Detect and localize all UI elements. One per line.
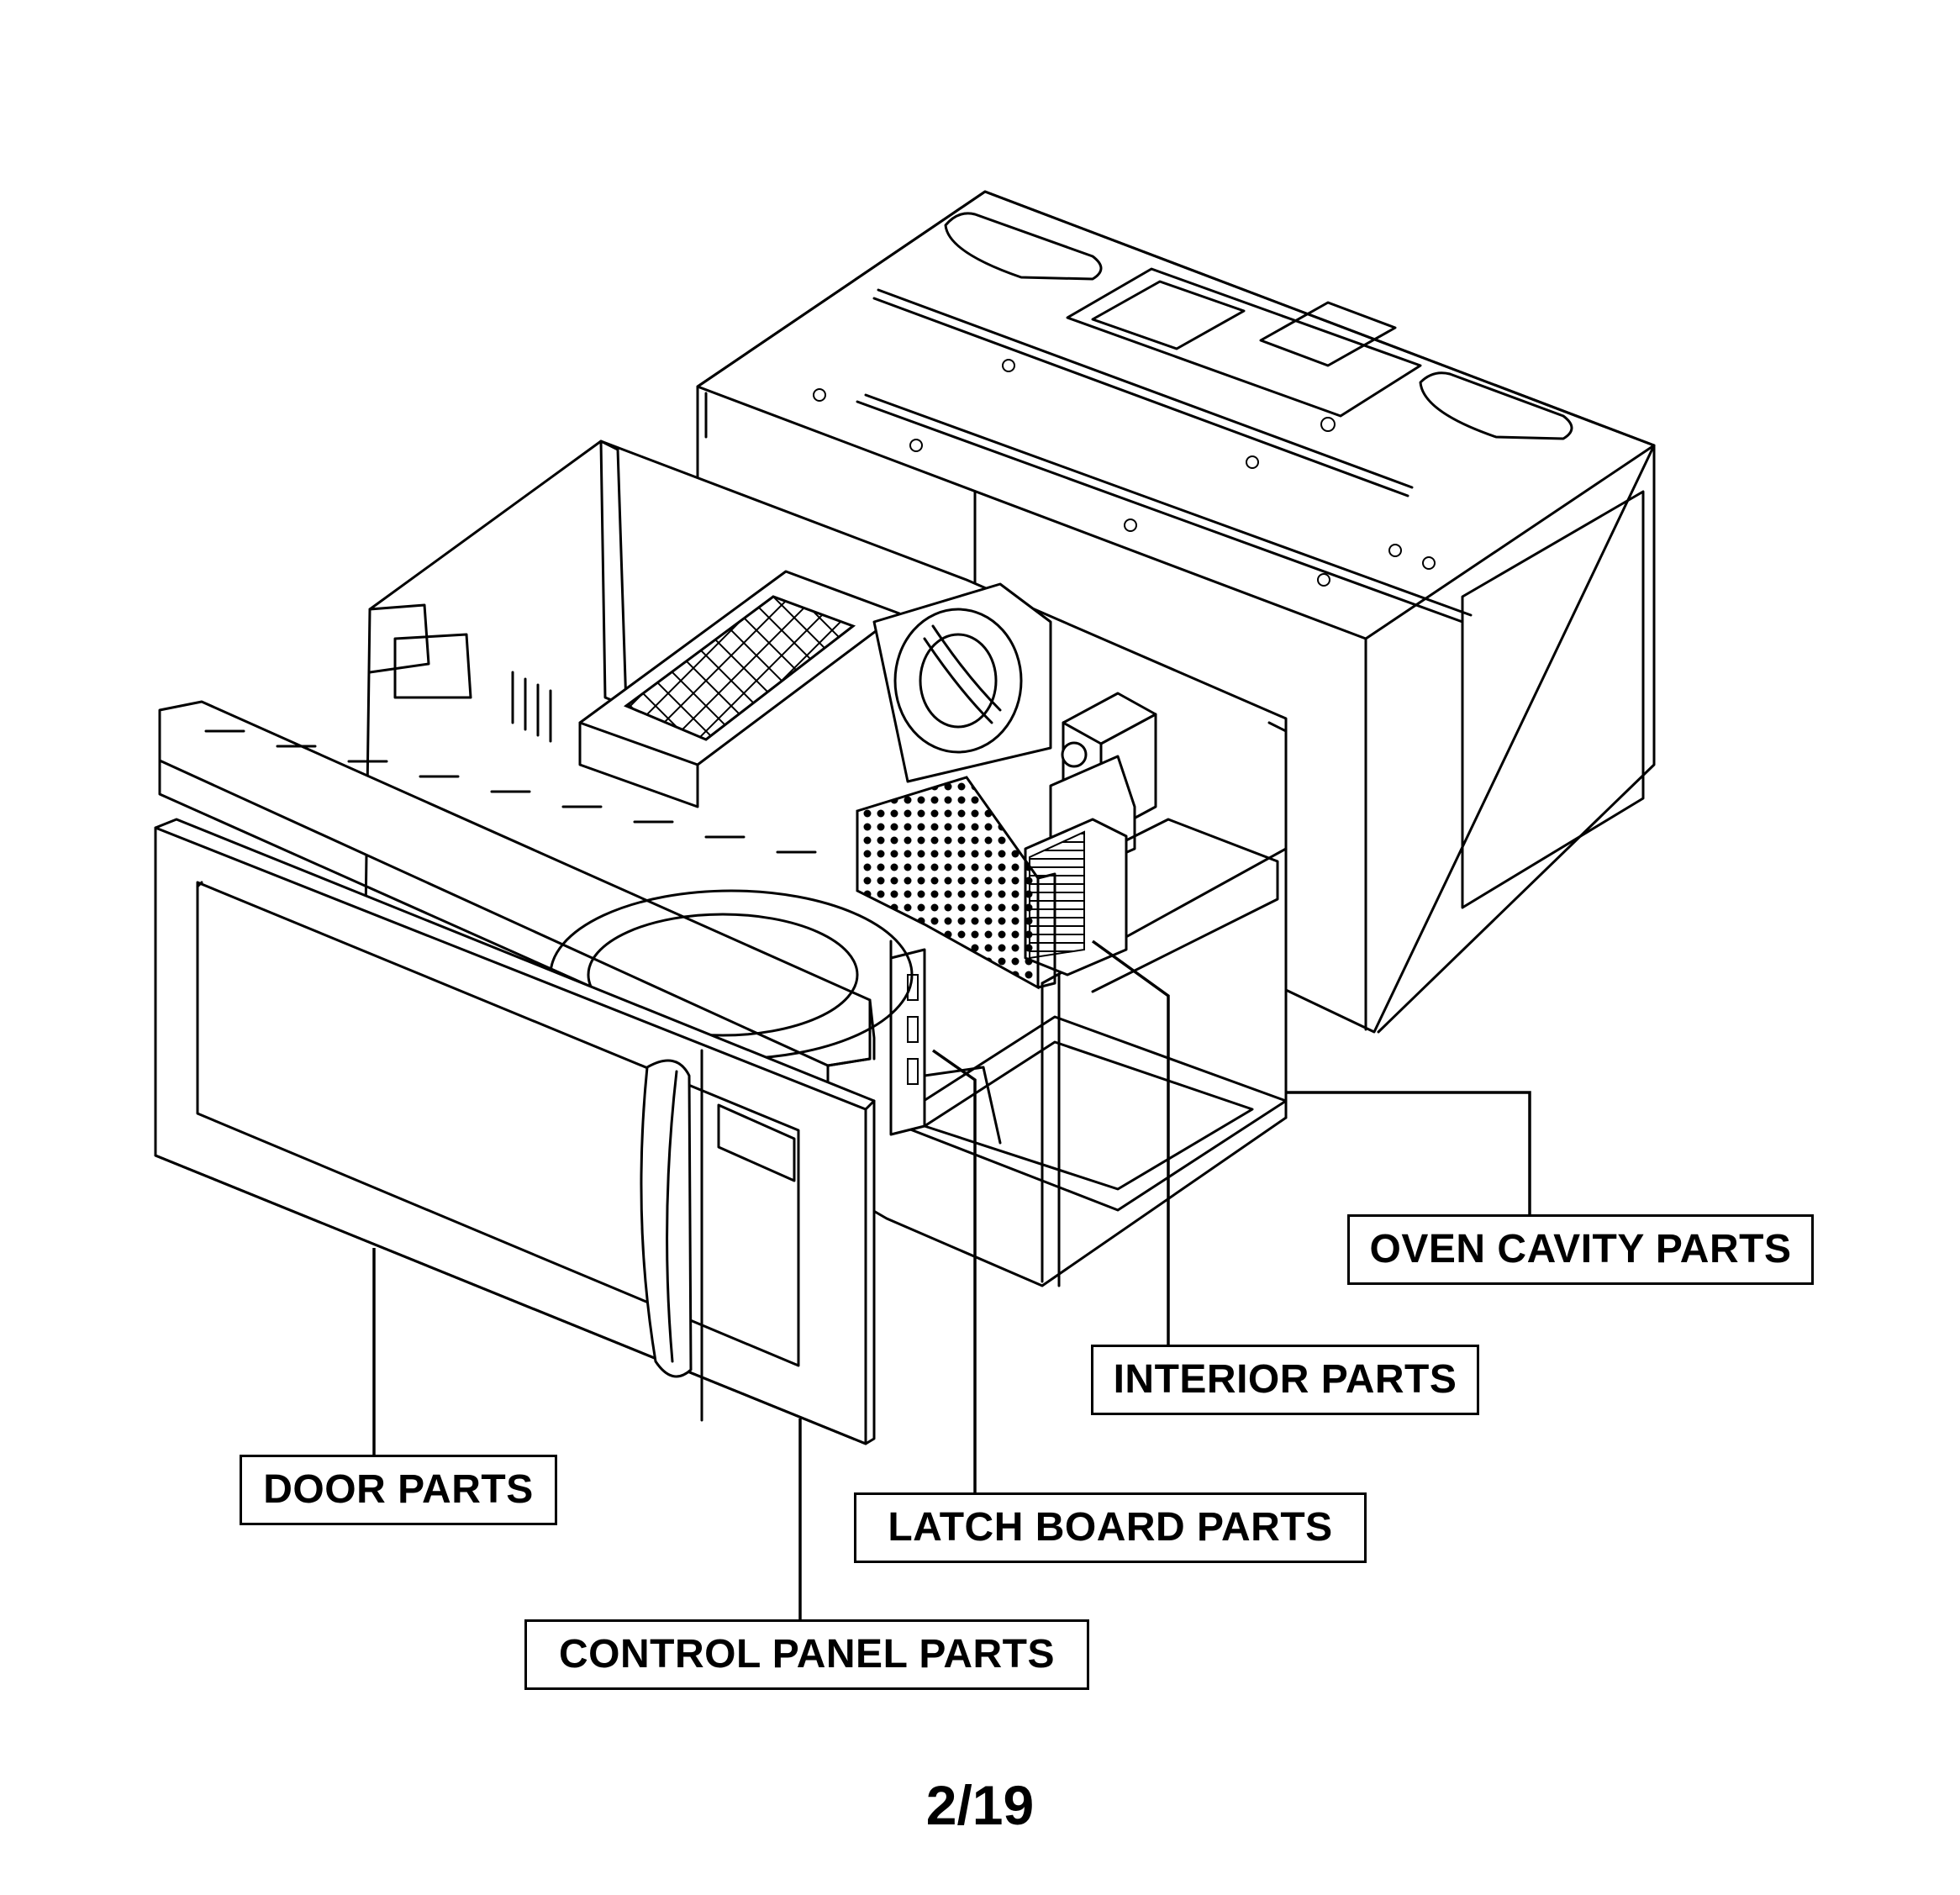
vent-grille — [158, 700, 876, 1094]
interior-chassis — [364, 440, 1288, 1287]
oven-cavity-parts-callout[interactable]: OVEN CAVITY PARTS — [1347, 1214, 1814, 1285]
interior-parts-callout[interactable]: INTERIOR PARTS — [1091, 1345, 1479, 1415]
fan-and-filter — [578, 570, 1052, 808]
page-number: 2/19 — [925, 1774, 1035, 1836]
latch-board-parts-callout[interactable]: LATCH BOARD PARTS — [854, 1492, 1367, 1563]
control-panel-parts-callout[interactable]: CONTROL PANEL PARTS — [524, 1619, 1089, 1690]
door — [154, 818, 876, 1445]
magnetron-assembly — [1024, 692, 1279, 993]
perforated-shield — [856, 776, 1056, 990]
leader-lines — [372, 940, 1531, 1619]
door-parts-callout[interactable]: DOOR PARTS — [240, 1455, 557, 1525]
